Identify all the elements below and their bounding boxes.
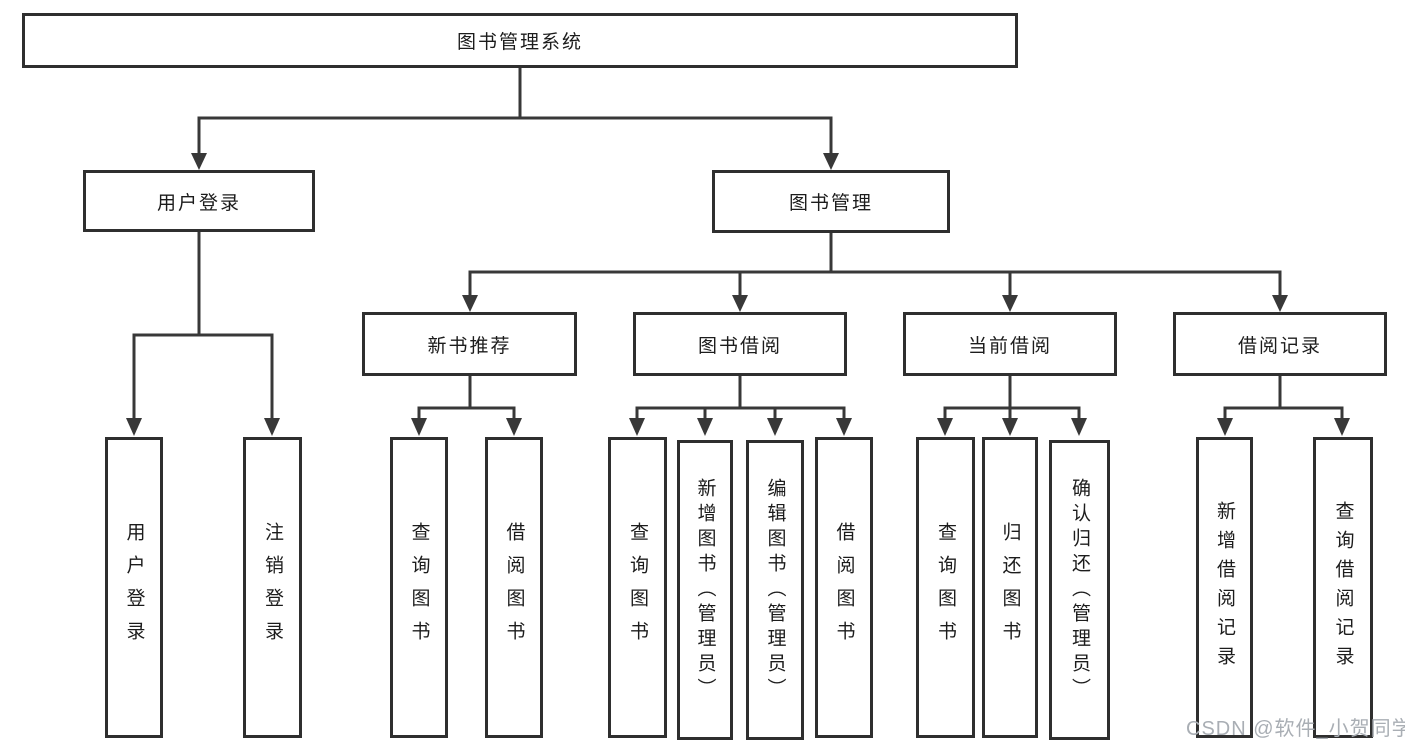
leaf-borrow-books-borrowing: 借阅图书 [815,437,873,738]
leaf-query-books-recommend: 查询图书 [390,437,448,738]
leaf-query-books-current: 查询图书 [916,437,975,738]
edge-new-book-to-leaves [411,374,522,436]
leaf-add-borrowing-record: 新增借阅记录 [1196,437,1253,738]
node-user-login: 用户登录 [83,170,315,232]
edge-user-login-to-leaves [126,230,280,436]
leaf-user-login: 用户登录 [105,437,163,738]
node-current-borrowing: 当前借阅 [903,312,1117,376]
node-book-borrowing: 图书借阅 [633,312,847,376]
edge-book-borrowing-to-leaves [629,374,852,436]
leaf-return-books: 归还图书 [982,437,1038,738]
edge-root-to-level2 [191,66,839,170]
node-root-library-management-system: 图书管理系统 [22,13,1018,68]
node-new-book-recommendation: 新书推荐 [362,312,577,376]
leaf-borrow-books-recommend: 借阅图书 [485,437,543,738]
leaf-confirm-return-admin: 确认归还（管理员） [1049,440,1110,740]
leaf-add-book-admin: 新增图书（管理员） [677,440,733,740]
leaf-edit-book-admin: 编辑图书（管理员） [746,440,804,740]
edge-current-borrowing-to-leaves [937,374,1087,436]
csdn-watermark: CSDN @软件_小贺同学 [1186,718,1405,740]
leaf-query-borrowing-record: 查询借阅记录 [1313,437,1373,738]
node-borrowing-records: 借阅记录 [1173,312,1387,376]
leaf-logout: 注销登录 [243,437,302,738]
node-book-management: 图书管理 [712,170,950,233]
edge-book-management-to-level3 [462,231,1288,312]
edge-borrowing-records-to-leaves [1217,374,1350,436]
leaf-query-books-borrowing: 查询图书 [608,437,667,738]
